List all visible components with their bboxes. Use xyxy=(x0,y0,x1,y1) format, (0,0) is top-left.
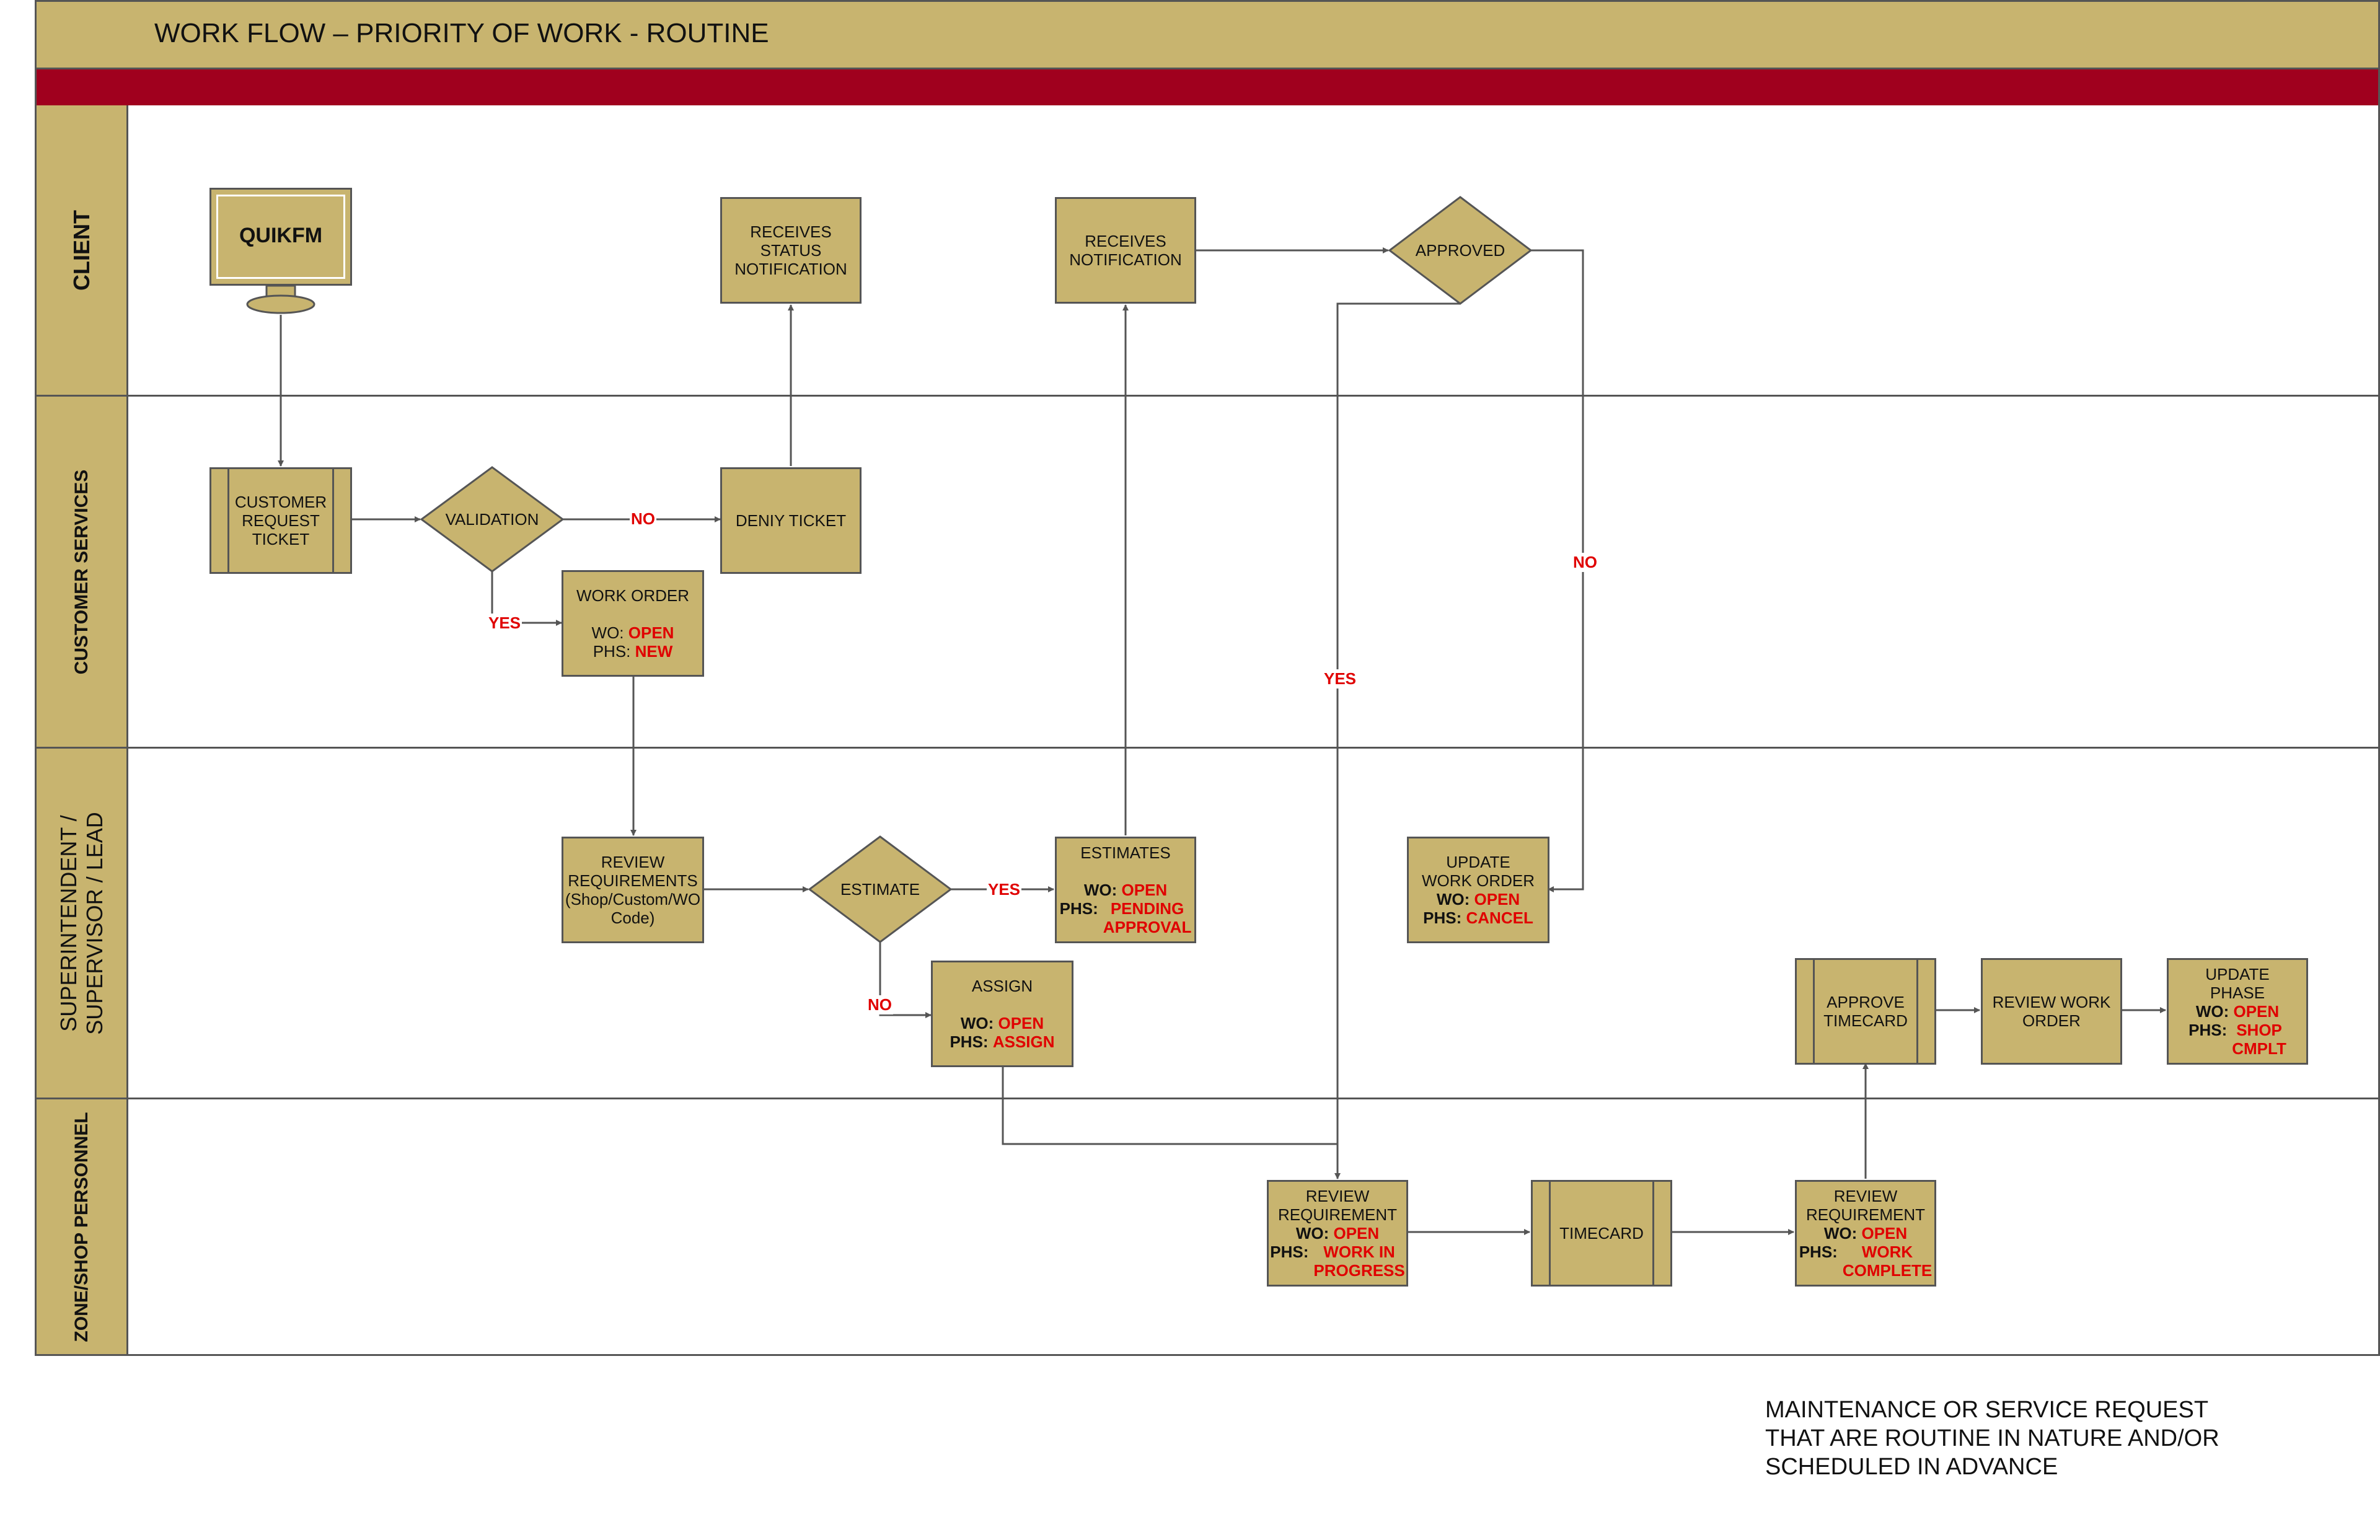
phs-field-label: PHS: xyxy=(1799,1243,1838,1261)
accent-band xyxy=(35,69,2380,105)
phs-status: PENDING APPROVAL xyxy=(1103,899,1192,936)
wo-field-label: WO: xyxy=(1436,890,1470,909)
monitor-base xyxy=(246,294,315,314)
phs-status: CANCEL xyxy=(1466,909,1533,927)
quikfm-label: QUIKFM xyxy=(216,195,345,279)
phs-field-label: PHS: xyxy=(2188,1021,2228,1039)
note-line: SCHEDULED IN ADVANCE xyxy=(1765,1454,2058,1480)
lane-label-cell: ZONE/SHOP PERSONNEL xyxy=(37,1099,128,1354)
timecard-box: TIMECARD xyxy=(1531,1180,1672,1287)
lane-customer-services: CUSTOMER SERVICES xyxy=(35,397,2380,749)
estimates-box: ESTIMATES WO: OPEN PHS: PENDING APPROVAL xyxy=(1055,837,1196,943)
wo-field-label: WO: xyxy=(591,623,624,642)
diamond-approved xyxy=(1388,196,1533,305)
phs-status: NEW xyxy=(635,642,673,661)
edge-label-validation-yes: YES xyxy=(487,614,522,633)
edge-label-approved-no: NO xyxy=(1572,553,1598,572)
edge-assign-to-review1 xyxy=(1002,1067,1338,1145)
lane-zone-shop: ZONE/SHOP PERSONNEL xyxy=(35,1099,2380,1356)
lane-label-cell: CLIENT xyxy=(37,105,128,395)
update-phase-box: UPDATE PHASE WO: OPEN PHS:SHOP CMPLT xyxy=(2167,958,2308,1065)
wo-status: OPEN xyxy=(1861,1224,1908,1243)
title-bar: WORK FLOW – PRIORITY OF WORK - ROUTINE xyxy=(35,0,2380,69)
phs-field-label: PHS: xyxy=(1059,899,1098,918)
routine-description-note: MAINTENANCE OR SERVICE REQUEST THAT ARE … xyxy=(1765,1396,2219,1481)
receives-status-notification-box: RECEIVES STATUS NOTIFICATION xyxy=(720,197,862,304)
review-requirement-1-title: REVIEW REQUIREMENT xyxy=(1277,1187,1398,1224)
note-line: MAINTENANCE OR SERVICE REQUEST xyxy=(1765,1397,2209,1423)
phs-field-label: PHS: xyxy=(593,642,631,661)
lane-label-cell: CUSTOMER SERVICES xyxy=(37,397,128,747)
wo-status: OPEN xyxy=(1474,890,1520,909)
phs-field-label: PHS: xyxy=(1423,909,1462,927)
wo-field-label: WO: xyxy=(1295,1224,1329,1243)
wo-status: OPEN xyxy=(1333,1224,1380,1243)
receives-notification-box: RECEIVES NOTIFICATION xyxy=(1055,197,1196,304)
work-order-box: WORK ORDER WO: OPEN PHS: NEW xyxy=(562,570,704,677)
approve-timecard-box: APPROVE TIMECARD xyxy=(1795,958,1936,1065)
phs-status: WORK COMPLETE xyxy=(1842,1243,1933,1280)
review-requirement-2-box: REVIEW REQUIREMENT WO: OPEN PHS:WORK COM… xyxy=(1795,1180,1936,1287)
wo-status: OPEN xyxy=(2233,1002,2280,1021)
update-work-order-box: UPDATE WORK ORDER WO: OPEN PHS: CANCEL xyxy=(1407,837,1549,943)
edge-label-validation-no: NO xyxy=(630,509,656,529)
wo-field-label: WO: xyxy=(1823,1224,1858,1243)
page-title: WORK FLOW – PRIORITY OF WORK - ROUTINE xyxy=(154,18,769,48)
wo-field-label: WO: xyxy=(960,1014,994,1032)
phs-status: SHOP CMPLT xyxy=(2232,1021,2286,1058)
assign-title: ASSIGN xyxy=(971,977,1033,995)
quikfm-monitor: QUIKFM xyxy=(209,188,352,286)
review-requirements-box: REVIEW REQUIREMENTS (Shop/Custom/WO Code… xyxy=(562,837,704,943)
work-order-title: WORK ORDER xyxy=(576,586,689,605)
edge-approved-yes xyxy=(1334,302,1460,1179)
wo-field-label: WO: xyxy=(2195,1002,2229,1021)
lane-client: CLIENT xyxy=(35,105,2380,397)
phs-field-label: PHS: xyxy=(1270,1243,1309,1261)
review-requirement-2-title: REVIEW REQUIREMENT xyxy=(1805,1187,1926,1224)
edge-label-estimate-no: NO xyxy=(866,995,893,1014)
lane-label-cell: SUPERINTENDENT / SUPERVISOR / LEAD xyxy=(37,749,128,1098)
review-work-order-box: REVIEW WORK ORDER xyxy=(1981,958,2122,1065)
deny-ticket-box: DENIY TICKET xyxy=(720,467,862,574)
phs-field-label: PHS: xyxy=(950,1032,989,1051)
phs-status: ASSIGN xyxy=(992,1032,1055,1051)
edge-label-approved-yes: YES xyxy=(1323,669,1358,689)
update-phase-title: UPDATE PHASE xyxy=(2205,965,2270,1002)
wo-field-label: WO: xyxy=(1083,881,1117,899)
diamond-estimate xyxy=(808,835,953,943)
update-work-order-title: UPDATE WORK ORDER xyxy=(1422,853,1535,890)
estimates-title: ESTIMATES xyxy=(1080,843,1171,862)
lane-superintendent: SUPERINTENDENT / SUPERVISOR / LEAD xyxy=(35,749,2380,1099)
wo-status: OPEN xyxy=(998,1014,1044,1032)
review-requirement-1-box: REVIEW REQUIREMENT WO: OPEN PHS:WORK IN … xyxy=(1267,1180,1408,1287)
assign-box: ASSIGN WO: OPEN PHS: ASSIGN xyxy=(931,961,1073,1067)
wo-status: OPEN xyxy=(1121,881,1168,899)
note-line: THAT ARE ROUTINE IN NATURE AND/OR xyxy=(1765,1425,2219,1451)
validation-label: VALIDATION xyxy=(445,509,539,529)
phs-status: WORK IN PROGRESS xyxy=(1313,1243,1405,1280)
approved-label: APPROVED xyxy=(1415,240,1505,260)
edge-estimate-to-assign xyxy=(879,942,932,1018)
customer-request-ticket-box: CUSTOMER REQUEST TICKET xyxy=(209,467,352,574)
edge-label-estimate-yes: YES xyxy=(987,880,1022,899)
estimate-label: ESTIMATE xyxy=(840,879,920,899)
wo-status: OPEN xyxy=(628,623,674,642)
diamond-validation xyxy=(420,466,565,573)
